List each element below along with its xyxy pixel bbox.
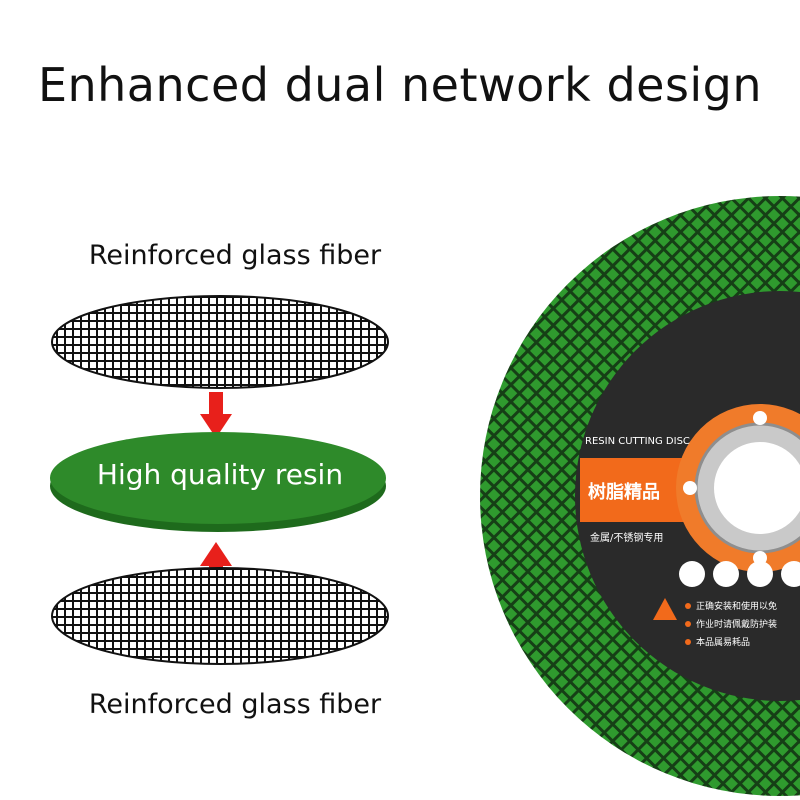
disc-warning-3: 本品属易耗品 bbox=[696, 636, 750, 648]
top-fiber-mesh bbox=[51, 295, 389, 389]
safety-icon-3 bbox=[747, 561, 773, 587]
bottom-fiber-mesh bbox=[51, 567, 389, 665]
disc-header: RESIN CUTTING DISC bbox=[585, 436, 690, 447]
top-layer-label: Reinforced glass fiber bbox=[88, 240, 382, 271]
safety-icon-2 bbox=[713, 561, 739, 587]
disc-warning-1: 正确安装和使用以免 bbox=[696, 600, 777, 612]
resin-layer bbox=[50, 432, 386, 524]
cutting-disc-image: RESIN CUTTING DISC 树脂精品 金属/不锈钢专用 正确安装和使用… bbox=[480, 196, 800, 796]
bottom-layer-label: Reinforced glass fiber bbox=[88, 689, 382, 720]
arrow-down-icon bbox=[200, 392, 232, 438]
safety-icon-4 bbox=[781, 561, 800, 587]
resin-layer-label: High quality resin bbox=[96, 458, 344, 491]
warning-icon bbox=[653, 598, 677, 620]
page-title: Enhanced dual network design bbox=[37, 58, 763, 112]
disc-warning-2: 作业时请佩戴防护装 bbox=[696, 618, 777, 630]
safety-icon-1 bbox=[679, 561, 705, 587]
disc-subtitle: 金属/不锈钢专用 bbox=[590, 531, 663, 544]
disc-brand: 树脂精品 bbox=[588, 481, 660, 503]
